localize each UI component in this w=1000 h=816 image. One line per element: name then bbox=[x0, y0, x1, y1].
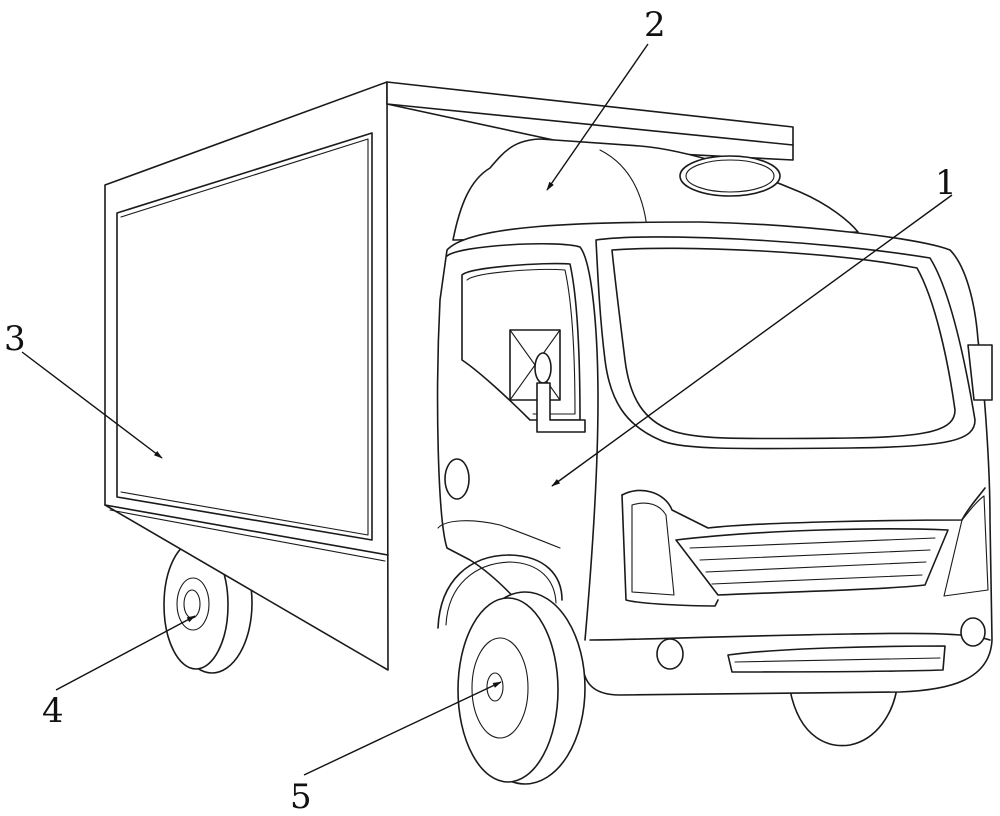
label-2: 2 bbox=[644, 5, 666, 45]
reference-labels: 1 2 3 4 5 bbox=[4, 5, 957, 816]
label-4: 4 bbox=[42, 691, 64, 731]
front-fascia bbox=[589, 487, 991, 673]
label-5: 5 bbox=[290, 777, 312, 816]
front-wheel bbox=[457, 591, 586, 785]
leader-5 bbox=[303, 681, 502, 776]
roof-fairing bbox=[452, 138, 859, 241]
leader-3 bbox=[21, 351, 163, 459]
leader-1 bbox=[551, 194, 953, 487]
side-mirror bbox=[509, 329, 586, 433]
label-3: 3 bbox=[4, 319, 26, 359]
far-front-wheel bbox=[789, 679, 899, 747]
leader-2 bbox=[546, 43, 649, 191]
cargo-box bbox=[104, 81, 794, 671]
side-display-panel bbox=[116, 132, 373, 541]
label-1: 1 bbox=[935, 163, 957, 203]
leader-lines bbox=[21, 43, 953, 776]
leader-4 bbox=[55, 615, 196, 691]
